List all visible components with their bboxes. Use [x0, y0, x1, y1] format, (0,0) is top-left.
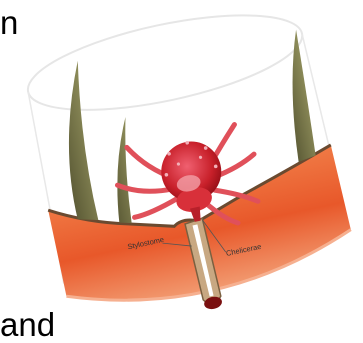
- hair-right-large: [272, 30, 323, 162]
- hair-left-small: [98, 117, 147, 226]
- container-top-rim: [20, 0, 310, 129]
- hair-left-large: [45, 61, 111, 224]
